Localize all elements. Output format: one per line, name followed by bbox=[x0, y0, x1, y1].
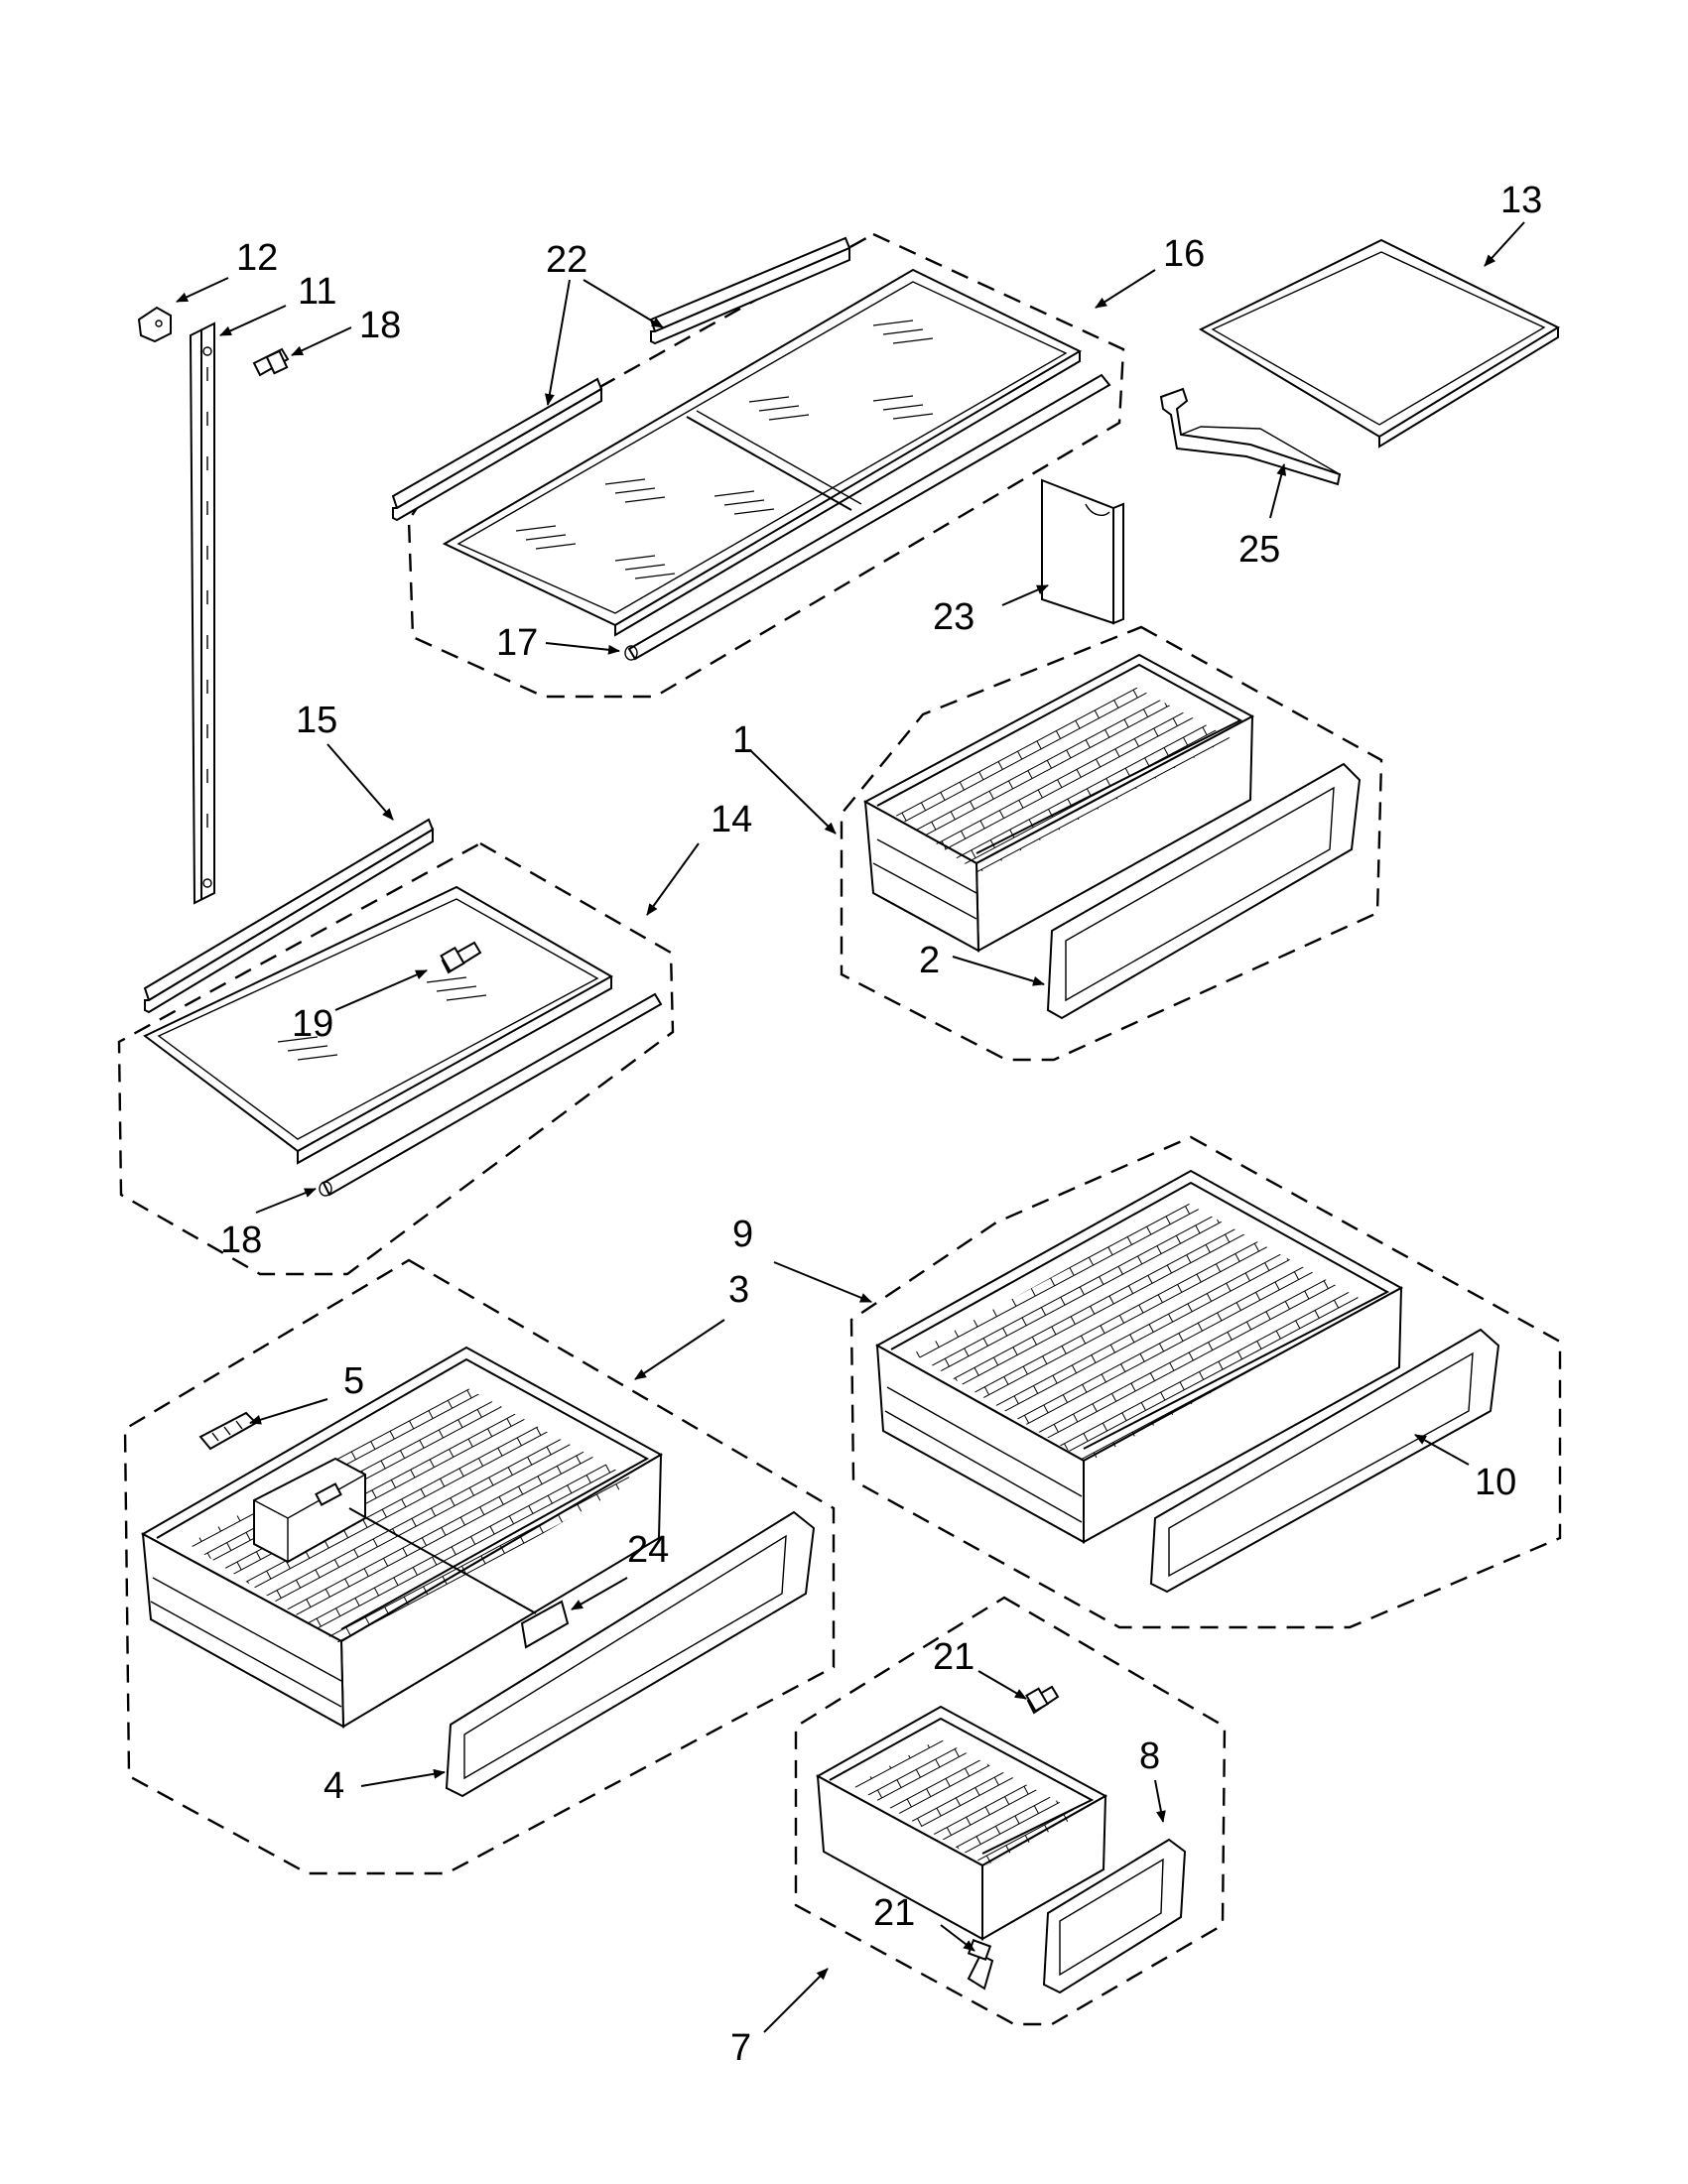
label-23: 23 bbox=[933, 596, 974, 638]
rail-part-11 bbox=[189, 321, 215, 905]
leader-arrows bbox=[176, 221, 1525, 2033]
label-17: 17 bbox=[496, 622, 538, 664]
trim-part-18 bbox=[319, 992, 663, 1197]
label-14: 14 bbox=[711, 799, 752, 840]
label-18: 18 bbox=[220, 1220, 262, 1261]
label-7: 7 bbox=[730, 2027, 751, 2069]
latch-part-5 bbox=[198, 1411, 258, 1451]
label-15: 15 bbox=[296, 700, 337, 741]
screw-part-21-top bbox=[1025, 1685, 1060, 1715]
label-21-top: 21 bbox=[933, 1636, 974, 1678]
label-1: 1 bbox=[732, 719, 753, 761]
label-25: 25 bbox=[1238, 529, 1280, 571]
label-4: 4 bbox=[324, 1765, 344, 1807]
label-16: 16 bbox=[1163, 233, 1205, 275]
label-24: 24 bbox=[627, 1529, 669, 1571]
label-8: 8 bbox=[1139, 1735, 1160, 1777]
drawer-front-part-2 bbox=[1046, 762, 1362, 1020]
bracket-part-25 bbox=[1159, 387, 1342, 486]
label-22: 22 bbox=[546, 239, 587, 281]
group-outline-3 bbox=[123, 1258, 836, 1875]
drawer-part-9 bbox=[874, 1169, 1404, 1544]
label-20: 18 bbox=[359, 305, 401, 346]
group-outline-1 bbox=[840, 625, 1383, 1062]
screw-part-20 bbox=[252, 347, 290, 377]
group-outline-7 bbox=[794, 1596, 1227, 2026]
box-part-24 bbox=[253, 1457, 570, 1649]
drawer-part-7 bbox=[815, 1705, 1108, 1941]
drawer-front-part-4 bbox=[445, 1510, 816, 1798]
label-5: 5 bbox=[343, 1360, 364, 1402]
rails-part-22 bbox=[391, 236, 851, 522]
screw-part-19 bbox=[440, 941, 482, 974]
shelf-part-14 bbox=[143, 885, 614, 1165]
label-13: 13 bbox=[1500, 180, 1542, 221]
label-21-bottom: 21 bbox=[873, 1892, 915, 1934]
label-12: 12 bbox=[236, 237, 278, 279]
label-2: 2 bbox=[919, 940, 940, 981]
cap-part-12 bbox=[137, 306, 172, 343]
shelf-part-13 bbox=[1198, 238, 1561, 449]
trim-part-17 bbox=[624, 373, 1111, 661]
divider-part-23 bbox=[1041, 478, 1124, 625]
label-19: 19 bbox=[292, 1003, 333, 1045]
label-10: 10 bbox=[1475, 1462, 1516, 1503]
label-9: 9 bbox=[732, 1214, 753, 1255]
screw-part-21-bottom bbox=[967, 1939, 994, 1991]
drawer-front-part-8 bbox=[1042, 1838, 1187, 1994]
part-labels: 12 11 18 22 16 13 25 23 17 1 2 15 14 19 … bbox=[220, 180, 1542, 2069]
rail-part-15 bbox=[143, 818, 435, 1014]
label-3: 3 bbox=[728, 1269, 749, 1311]
drawer-part-3 bbox=[140, 1346, 664, 1729]
group-outline-14 bbox=[117, 841, 675, 1276]
glass-shelf-part-16 bbox=[442, 268, 1083, 637]
drawer-part-1 bbox=[862, 653, 1255, 953]
group-outline-9 bbox=[849, 1135, 1562, 1629]
group-outline-16 bbox=[407, 232, 1125, 699]
label-11: 11 bbox=[298, 271, 336, 313]
drawer-front-part-10 bbox=[1149, 1328, 1500, 1594]
